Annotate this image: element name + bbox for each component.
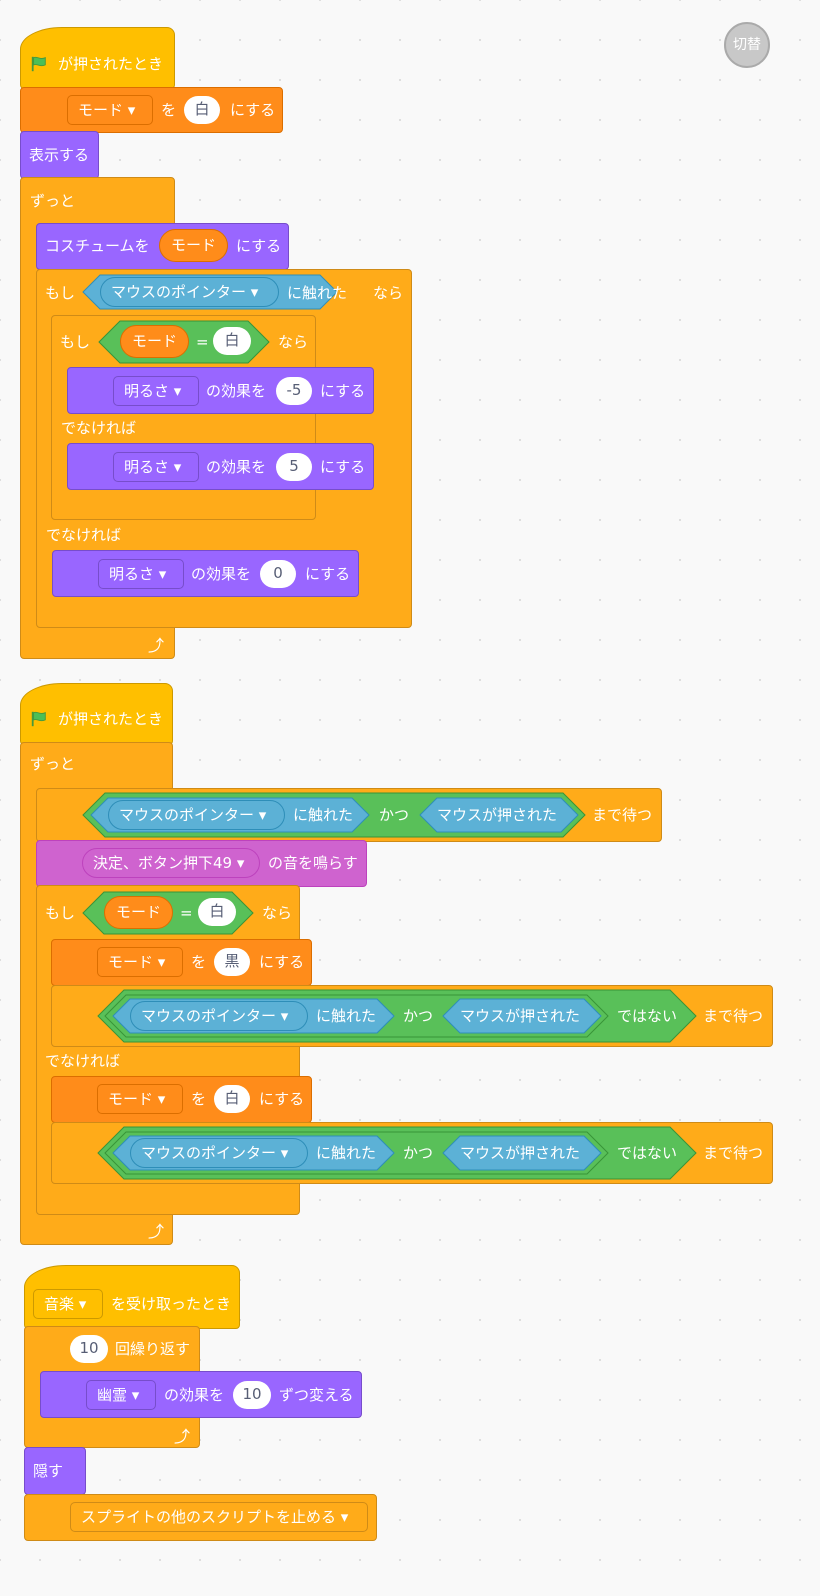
repeat-count-input[interactable]: 10 [70,1335,108,1363]
mode-reporter[interactable]: モード [120,325,189,358]
equals-label: = [180,904,193,922]
variable-dropdown[interactable]: モード ▾ [97,1084,183,1114]
else-label: でなければ [61,419,137,437]
loop-arrow-icon: ⤴ [174,1427,191,1446]
until-label: まで待つ [592,806,653,824]
pointer-dropdown[interactable]: マウスのポインター ▾ [130,1001,308,1031]
costume-suffix: にする [236,237,282,255]
effect-suffix-label: にする [305,565,351,583]
stop-option-dropdown[interactable]: スプライトの他のスクリプトを止める ▾ [70,1502,368,1532]
effect-dropdown[interactable]: 明るさ ▾ [98,559,184,589]
hide-block[interactable] [24,1447,86,1495]
and-label: かつ [403,1144,434,1162]
message-dropdown[interactable]: 音楽 ▾ [33,1289,103,1319]
show-block[interactable] [20,131,99,179]
until-label: まで待つ [703,1144,764,1162]
effect-dropdown[interactable]: 明るさ ▾ [113,376,199,406]
pointer-dropdown[interactable]: マウスのポインター ▾ [108,800,285,830]
sound-dropdown[interactable]: 決定、ボタン押下49 ▾ [82,848,260,878]
show-label: 表示する [29,146,90,164]
moshi-label: もし [45,904,76,922]
effect-suffix-label: にする [320,458,366,476]
else-label: でなければ [45,1052,121,1070]
mouse-down-condition[interactable] [442,998,602,1034]
hat-label: が押されたとき [58,710,164,728]
effect-suffix-label: ずつ変える [279,1386,354,1404]
suffix-label: にする [259,1090,305,1108]
mouse-down-condition[interactable] [442,1135,602,1171]
nara-label: なら [262,904,293,922]
wo-label: を [191,953,207,971]
pointer-dropdown[interactable]: マウスのポインター ▾ [130,1138,308,1168]
else-label: でなければ [46,526,122,544]
value-input[interactable]: 白 [214,1085,250,1113]
suffix-label: にする [259,953,305,971]
pointer-dropdown[interactable]: マウスのポインター ▾ [100,277,279,307]
effect-mid-label: の効果を [164,1386,225,1404]
loop-arrow-icon: ⤴ [148,636,165,655]
mouse-down-condition[interactable] [419,797,579,833]
effect-dropdown[interactable]: 明るさ ▾ [113,452,199,482]
effect-suffix-label: にする [320,382,366,400]
not-label: ではない [617,1144,678,1162]
forever-label: ずっと [30,192,76,210]
switch-button[interactable]: 切替 [724,22,770,68]
green-flag-icon [31,711,46,727]
hide-label: 隠す [33,1462,64,1480]
green-flag-icon [31,56,46,72]
suffix-label: にする [230,101,276,119]
effect-value-input[interactable]: 0 [260,560,296,588]
value-input[interactable]: 白 [213,327,251,355]
mode-reporter[interactable]: モード [104,896,173,929]
variable-dropdown[interactable]: モード ▾ [97,947,183,977]
nara-label: なら [373,284,404,302]
mouse-pressed-label: マウスが押された [460,1007,581,1025]
value-input[interactable]: 白 [198,898,236,926]
and-label: かつ [403,1007,434,1025]
touched-label: に触れた [293,806,354,824]
mouse-pressed-label: マウスが押された [437,806,558,824]
forever-label: ずっと [30,755,76,773]
effect-value-input[interactable]: -5 [276,377,312,405]
effect-value-input[interactable]: 5 [276,453,312,481]
effect-dropdown[interactable]: 幽霊 ▾ [86,1380,156,1410]
not-label: ではない [617,1007,678,1025]
costume-prefix: コスチュームを [45,237,150,255]
wo-label: を [191,1090,207,1108]
moshi-label: もし [45,284,76,302]
touched-label: に触れた [316,1007,377,1025]
effect-mid-label: の効果を [206,382,267,400]
touched-label: に触れた [316,1144,377,1162]
mode-reporter[interactable]: モード [159,229,228,262]
green-flag-hat-block[interactable] [20,27,175,89]
effect-mid-label: の効果を [191,565,252,583]
sound-suffix-label: の音を鳴らす [268,854,358,872]
hat-suffix-label: を受け取ったとき [111,1295,232,1313]
until-label: まで待つ [703,1007,764,1025]
inner-moshi-label: もし [60,333,91,351]
mouse-pressed-label: マウスが押された [460,1144,581,1162]
value-input[interactable]: 白 [184,96,220,124]
value-input[interactable]: 黒 [214,948,250,976]
inner-nara-label: なら [278,333,309,351]
variable-dropdown[interactable]: モード ▾ [67,95,153,125]
and-label: かつ [379,806,410,824]
touched-label: に触れた [287,284,348,302]
equals-label: = [196,333,209,351]
wo-label: を [161,101,177,119]
repeat-label: 回繰り返す [115,1340,191,1358]
effect-mid-label: の効果を [206,458,267,476]
effect-value-input[interactable]: 10 [233,1381,271,1409]
hat-label: が押されたとき [58,55,164,73]
loop-arrow-icon: ⤴ [148,1222,165,1241]
